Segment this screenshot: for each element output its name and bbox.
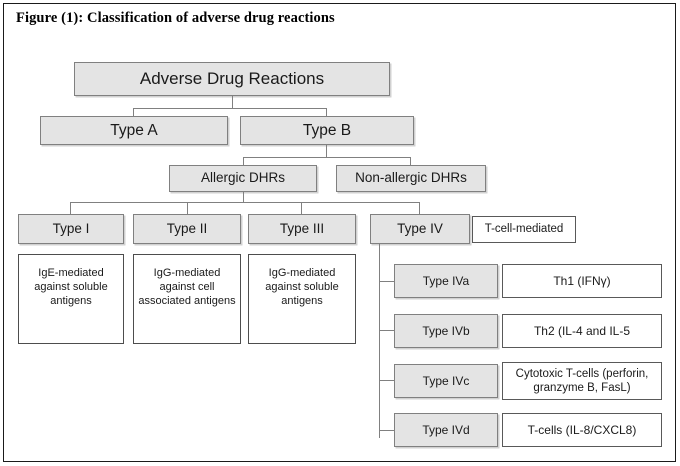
connector-stub-4b: [379, 330, 394, 331]
connector-type-4-spine: [379, 244, 380, 438]
connector-allergic-stem: [243, 192, 244, 202]
connector-to-type-2: [187, 202, 188, 214]
node-label: Type IVa: [422, 273, 470, 288]
node-type-a: Type A: [40, 116, 228, 145]
node-label: Th1 (IFNγ): [553, 273, 611, 288]
node-description-type-4b: Th2 (IL-4 and IL-5: [502, 314, 662, 348]
node-description-type-4a: Th1 (IFNγ): [502, 264, 662, 298]
node-type-3: Type III: [248, 214, 356, 244]
connector-to-type-1: [70, 202, 71, 214]
node-description-type-1: IgE-mediated against soluble antigens: [18, 254, 124, 344]
node-label: Non-allergic DHRs: [355, 170, 467, 186]
node-adverse-drug-reactions: Adverse Drug Reactions: [74, 62, 390, 96]
connector-type-b-stem: [326, 145, 327, 157]
connector-root-bus: [133, 108, 327, 109]
connector-to-allergic: [243, 157, 244, 165]
node-type-b: Type B: [240, 116, 414, 145]
node-type-2: Type II: [133, 214, 241, 244]
node-description-type-4d: T-cells (IL-8/CXCL8): [502, 413, 662, 447]
connector-types-bus: [70, 202, 420, 203]
node-label: Adverse Drug Reactions: [139, 69, 325, 89]
node-type-4b: Type IVb: [394, 314, 498, 348]
node-label: Type IV: [397, 220, 443, 236]
node-description-type-3: IgG-mediated against soluble antigens: [248, 254, 356, 344]
connector-stub-4d: [379, 430, 394, 431]
node-type-4: Type IV: [370, 214, 470, 244]
node-label: Type IVb: [422, 323, 470, 338]
connector-dhr-bus: [243, 157, 411, 158]
connector-stub-4c: [379, 380, 394, 381]
node-type-4a: Type IVa: [394, 264, 498, 298]
node-non-allergic-dhrs: Non-allergic DHRs: [336, 165, 486, 192]
node-label: Allergic DHRs: [200, 170, 285, 186]
node-t-cell-mediated: T-cell-mediated: [472, 216, 576, 243]
node-label: Type IVd: [422, 422, 470, 437]
node-type-1: Type I: [18, 214, 124, 244]
node-type-4c: Type IVc: [394, 364, 498, 398]
node-label: T-cells (IL-8/CXCL8): [527, 422, 637, 437]
node-description-type-4c: Cytotoxic T-cells (perforin, granzyme B,…: [502, 362, 662, 400]
node-label: Th2 (IL-4 and IL-5: [533, 323, 631, 338]
node-label: Type I: [52, 220, 90, 236]
node-label: T-cell-mediated: [484, 223, 564, 236]
connector-to-type-4: [419, 202, 420, 214]
node-label: IgG-mediated against soluble antigens: [265, 267, 339, 307]
node-label: Type B: [302, 121, 352, 139]
node-label: IgE-mediated against soluble antigens: [34, 267, 108, 307]
node-allergic-dhrs: Allergic DHRs: [169, 165, 317, 192]
figure-title: Figure (1): Classification of adverse dr…: [16, 10, 335, 26]
connector-to-type-3: [301, 202, 302, 214]
connector-root-stem: [232, 96, 233, 108]
node-type-4d: Type IVd: [394, 413, 498, 447]
node-label: Type IVc: [422, 373, 470, 388]
node-label: IgG-mediated against cell associated ant…: [138, 267, 236, 307]
node-label: Type II: [166, 220, 208, 236]
connector-to-non-allergic: [410, 157, 411, 165]
node-description-type-2: IgG-mediated against cell associated ant…: [133, 254, 241, 344]
connector-to-type-a: [133, 108, 134, 116]
connector-stub-4a: [379, 281, 394, 282]
node-label: Type III: [279, 220, 325, 236]
node-label: Cytotoxic T-cells (perforin, granzyme B,…: [515, 367, 649, 394]
connector-to-type-b: [326, 108, 327, 116]
node-label: Type A: [110, 121, 158, 139]
